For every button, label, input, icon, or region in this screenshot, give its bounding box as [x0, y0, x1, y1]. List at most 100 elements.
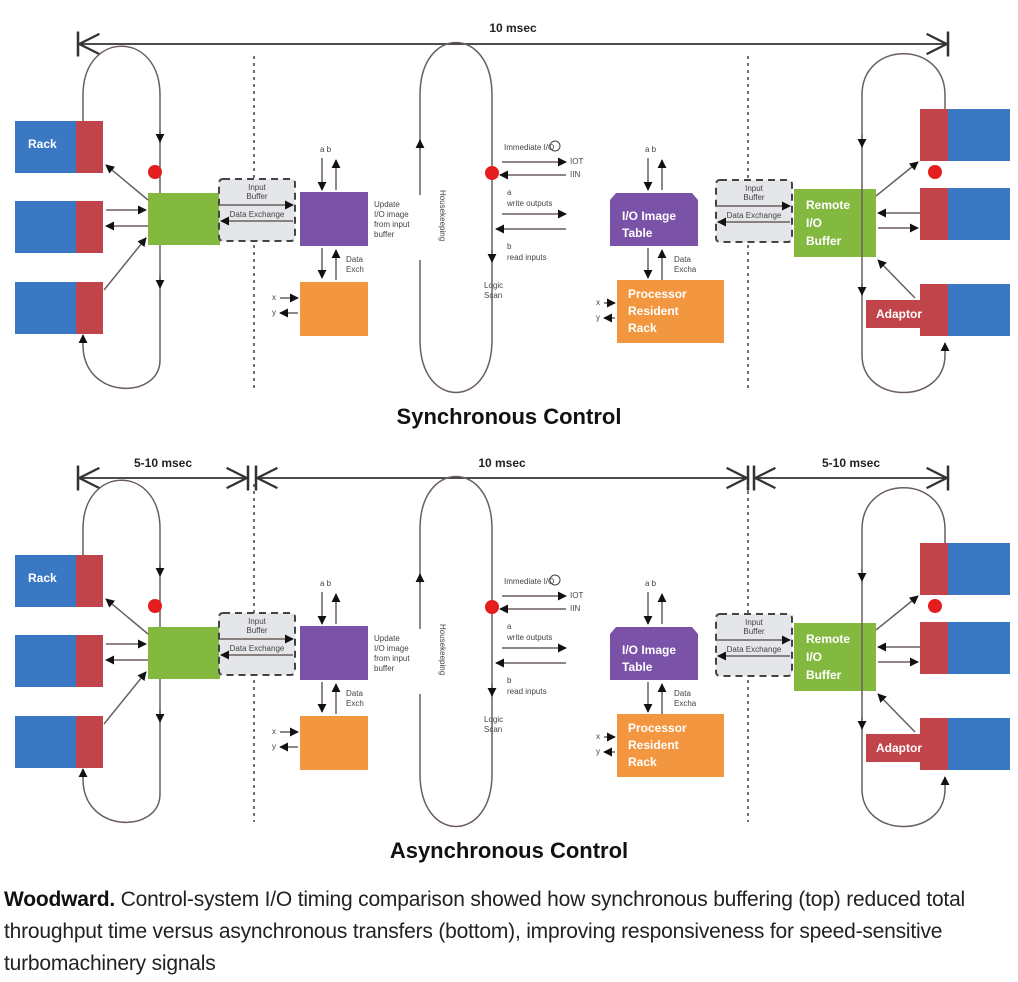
- async-processor-label: Resident: [628, 738, 679, 752]
- async-x-label: x: [272, 727, 276, 736]
- sync-processor-label: Resident: [628, 304, 679, 318]
- async-remote-rack-3: [948, 718, 1010, 770]
- sync-left-input-buffer-label: Buffer: [246, 192, 268, 201]
- sync-left-loop: [82, 45, 161, 389]
- sync-io-image-table-label: I/O Image: [622, 209, 676, 223]
- sync-remote-rack-1: [948, 109, 1010, 161]
- sync-right-input-buffer-label: Buffer: [743, 193, 765, 202]
- sync-remote-rack-2-adapter: [920, 188, 950, 240]
- sync-remote-io-label: Remote: [806, 198, 850, 212]
- sync-remote-link-arrow: [875, 161, 919, 197]
- async-adaptor-box: [866, 734, 922, 762]
- sync-rack-2: [15, 201, 78, 253]
- sync-a-label: a: [507, 188, 512, 197]
- async-remote-io-label: Buffer: [806, 668, 842, 682]
- sync-update-block: [300, 192, 368, 246]
- sync-update-text: I/O image: [374, 210, 409, 219]
- async-rack-1: [15, 555, 78, 607]
- sync-proc-y-label: y: [596, 313, 600, 322]
- sync-remote-marker: [928, 165, 942, 179]
- sync-info-icon: [549, 140, 561, 152]
- async-update-block: [300, 626, 368, 680]
- async-scan-marker: [485, 600, 499, 614]
- sync-scan-marker: [485, 166, 499, 180]
- sync-remote-link-arrow: [877, 259, 916, 299]
- sync-timing-label: 10 msec: [489, 21, 537, 35]
- async-rack-3-adapter: [76, 716, 103, 768]
- sync-table-exchange-label: Data: [674, 255, 691, 264]
- figure-caption: Woodward. Control-system I/O timing comp…: [4, 884, 1014, 980]
- async-left-input-buffer: [218, 612, 296, 676]
- async-link-arrow: [103, 671, 147, 725]
- sync-housekeeping-label: Housekeeping: [438, 190, 447, 241]
- async-link-arrow: [105, 598, 149, 635]
- sync-table-io-label: a b: [645, 145, 657, 154]
- async-processor-resident-rack: [617, 714, 724, 777]
- async-right-input-buffer-label: Buffer: [743, 627, 765, 636]
- async-remote-rack-1: [948, 543, 1010, 595]
- async-remote-link-arrow: [875, 595, 919, 631]
- sync-iot-label: IOT: [570, 157, 583, 166]
- async-logic-scan-label: Logic: [484, 715, 503, 724]
- async-io-image-table-label: Table: [622, 660, 653, 674]
- async-remote-marker: [928, 599, 942, 613]
- async-right-input-buffer-label: Input: [745, 618, 764, 627]
- sync-table-exchange-label: Excha: [674, 265, 697, 274]
- async-left-data-exchange-label: Data Exchange: [230, 644, 285, 653]
- async-adaptor-label: Adaptor: [876, 741, 922, 755]
- sync-rack-1-adapter: [76, 121, 103, 173]
- sync-rack-2-adapter: [76, 201, 103, 253]
- async-update-text: I/O image: [374, 644, 409, 653]
- async-iin-label: IIN: [570, 604, 580, 613]
- sync-left-input-buffer-label: Input: [248, 183, 267, 192]
- sync-left-input-buffer: [218, 178, 296, 242]
- async-rack-2: [15, 635, 78, 687]
- sync-update-text: Update: [374, 200, 400, 209]
- sync-rack-3: [15, 282, 78, 334]
- sync-io-image-table: [610, 193, 698, 246]
- async-table-exchange-label: Data: [674, 689, 691, 698]
- caption-source: Woodward.: [4, 888, 115, 911]
- async-rack-2-adapter: [76, 635, 103, 687]
- async-processor-label: Processor: [628, 721, 687, 735]
- async-y-label: y: [272, 742, 276, 751]
- sync-scan-loop: [419, 41, 493, 394]
- sync-update-exchange-label: Exch: [346, 265, 364, 274]
- sync-remote-rack-3: [948, 284, 1010, 336]
- async-io-image-table-label: I/O Image: [622, 643, 676, 657]
- sync-remote-rack-2: [948, 188, 1010, 240]
- async-update-io-label: a b: [320, 579, 332, 588]
- sync-right-data-exchange-label: Data Exchange: [727, 211, 782, 220]
- sync-remote-rack-3-adapter: [920, 284, 950, 336]
- async-sync-marker: [148, 599, 162, 613]
- async-local-processor: [300, 716, 368, 770]
- async-local-buffer: [148, 627, 220, 679]
- async-timing-label: 5-10 msec: [134, 456, 192, 470]
- sync-update-io-label: a b: [320, 145, 332, 154]
- sync-x-label: x: [272, 293, 276, 302]
- async-rack-1-adapter: [76, 555, 103, 607]
- sync-b-label: b: [507, 242, 512, 251]
- async-left-loop: [82, 479, 161, 823]
- async-remote-rack-2-adapter: [920, 622, 950, 674]
- sync-local-processor: [300, 282, 368, 336]
- sync-link-arrow: [103, 237, 147, 291]
- async-update-text: buffer: [374, 664, 395, 673]
- async-left-input-buffer-label: Input: [248, 617, 267, 626]
- sync-remote-rack-1-adapter: [920, 109, 950, 161]
- sync-link-arrow: [105, 164, 149, 201]
- sync-processor-label: Rack: [628, 321, 657, 335]
- async-rack-3: [15, 716, 78, 768]
- sync-left-data-exchange-label: Data Exchange: [230, 210, 285, 219]
- async-rack-label: Rack: [28, 571, 57, 585]
- async-update-exchange-label: Data: [346, 689, 363, 698]
- sync-update-exchange-label: Data: [346, 255, 363, 264]
- async-housekeeping-label: Housekeeping: [438, 624, 447, 675]
- async-update-exchange-label: Exch: [346, 699, 364, 708]
- async-remote-rack-1-adapter: [920, 543, 950, 595]
- async-left-input-buffer-label: Buffer: [246, 626, 268, 635]
- caption-text: Control-system I/O timing comparison sho…: [4, 888, 966, 975]
- async-proc-x-label: x: [596, 732, 600, 741]
